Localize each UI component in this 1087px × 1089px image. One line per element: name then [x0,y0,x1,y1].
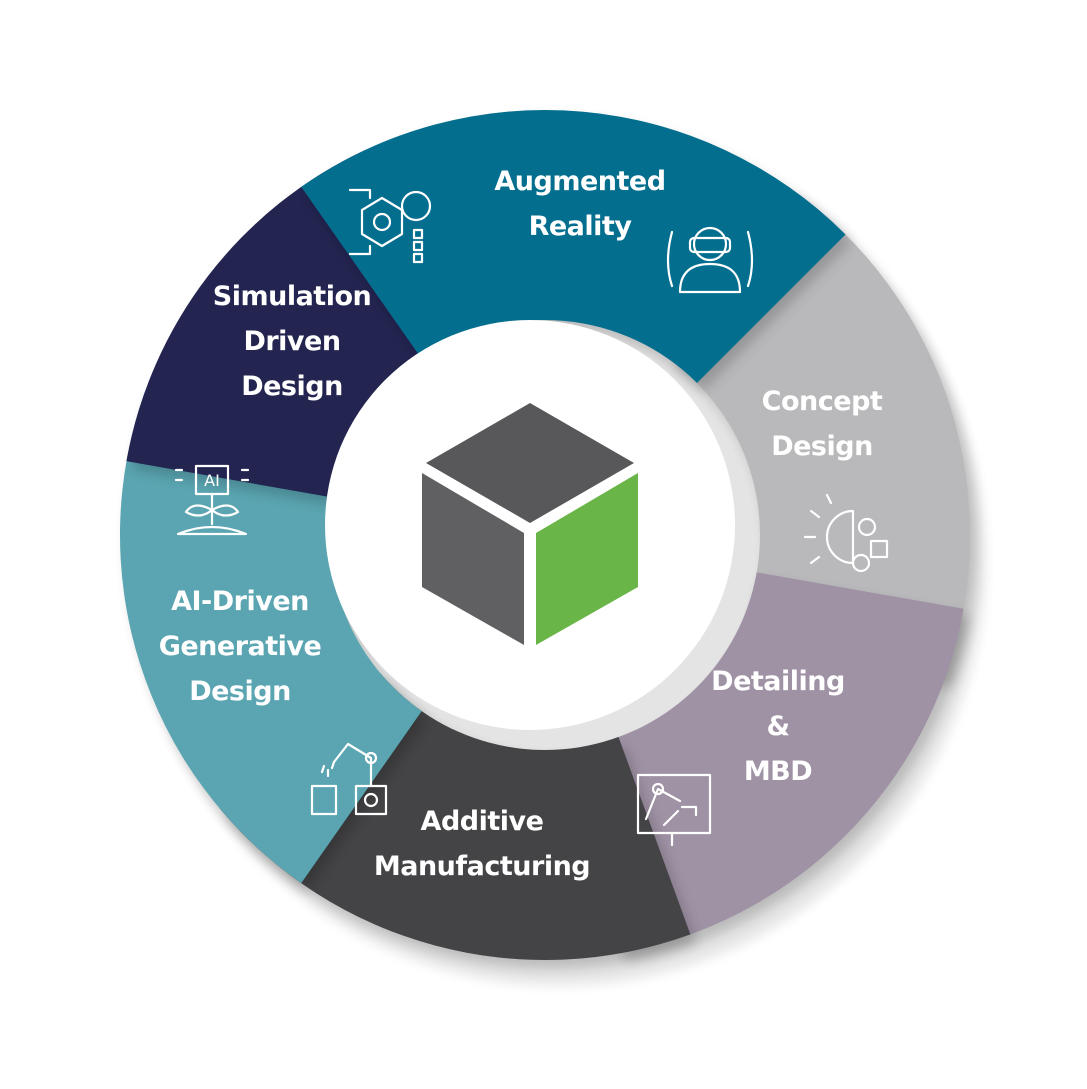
label-line: Manufacturing [374,851,590,882]
label-line: MBD [744,756,812,787]
label-line: Detailing [711,666,845,697]
cube-top-face [426,403,634,523]
ai-chip-plant-icon: AI [174,464,250,536]
label-line: Reality [529,211,633,242]
vr-headset-icon [666,226,754,294]
cube-logo-icon [422,403,638,645]
label-line: Design [771,431,873,462]
robot-arm-printer-icon [310,742,388,816]
label-line: Design [241,371,343,402]
hexagon-circuit-icon [348,188,432,264]
label-line: Design [189,676,291,707]
cube-right-face [536,473,638,645]
label-line: Concept [762,386,883,417]
center-disc [325,320,735,730]
label-line: & [766,711,789,742]
segment-detailing-mbd [582,572,964,954]
label-line: Simulation [213,281,371,312]
label-line: AI-Driven [171,586,309,617]
segment-ai-driven-generative-design [119,389,422,884]
segment-augmented-reality [301,110,846,383]
cycle-ring [119,110,976,969]
label-line: Driven [243,326,340,357]
cube-left-face [422,473,524,645]
lightbulb-gears-icon [803,493,889,573]
label-line: Additive [421,806,544,837]
label-line: Augmented [494,166,665,197]
label-line: Generative [159,631,322,662]
label-detailing-mbd: Detailing & MBD [711,666,845,787]
svg-text:AI: AI [204,471,220,490]
robotic-arm-blueprint-icon [636,773,712,847]
